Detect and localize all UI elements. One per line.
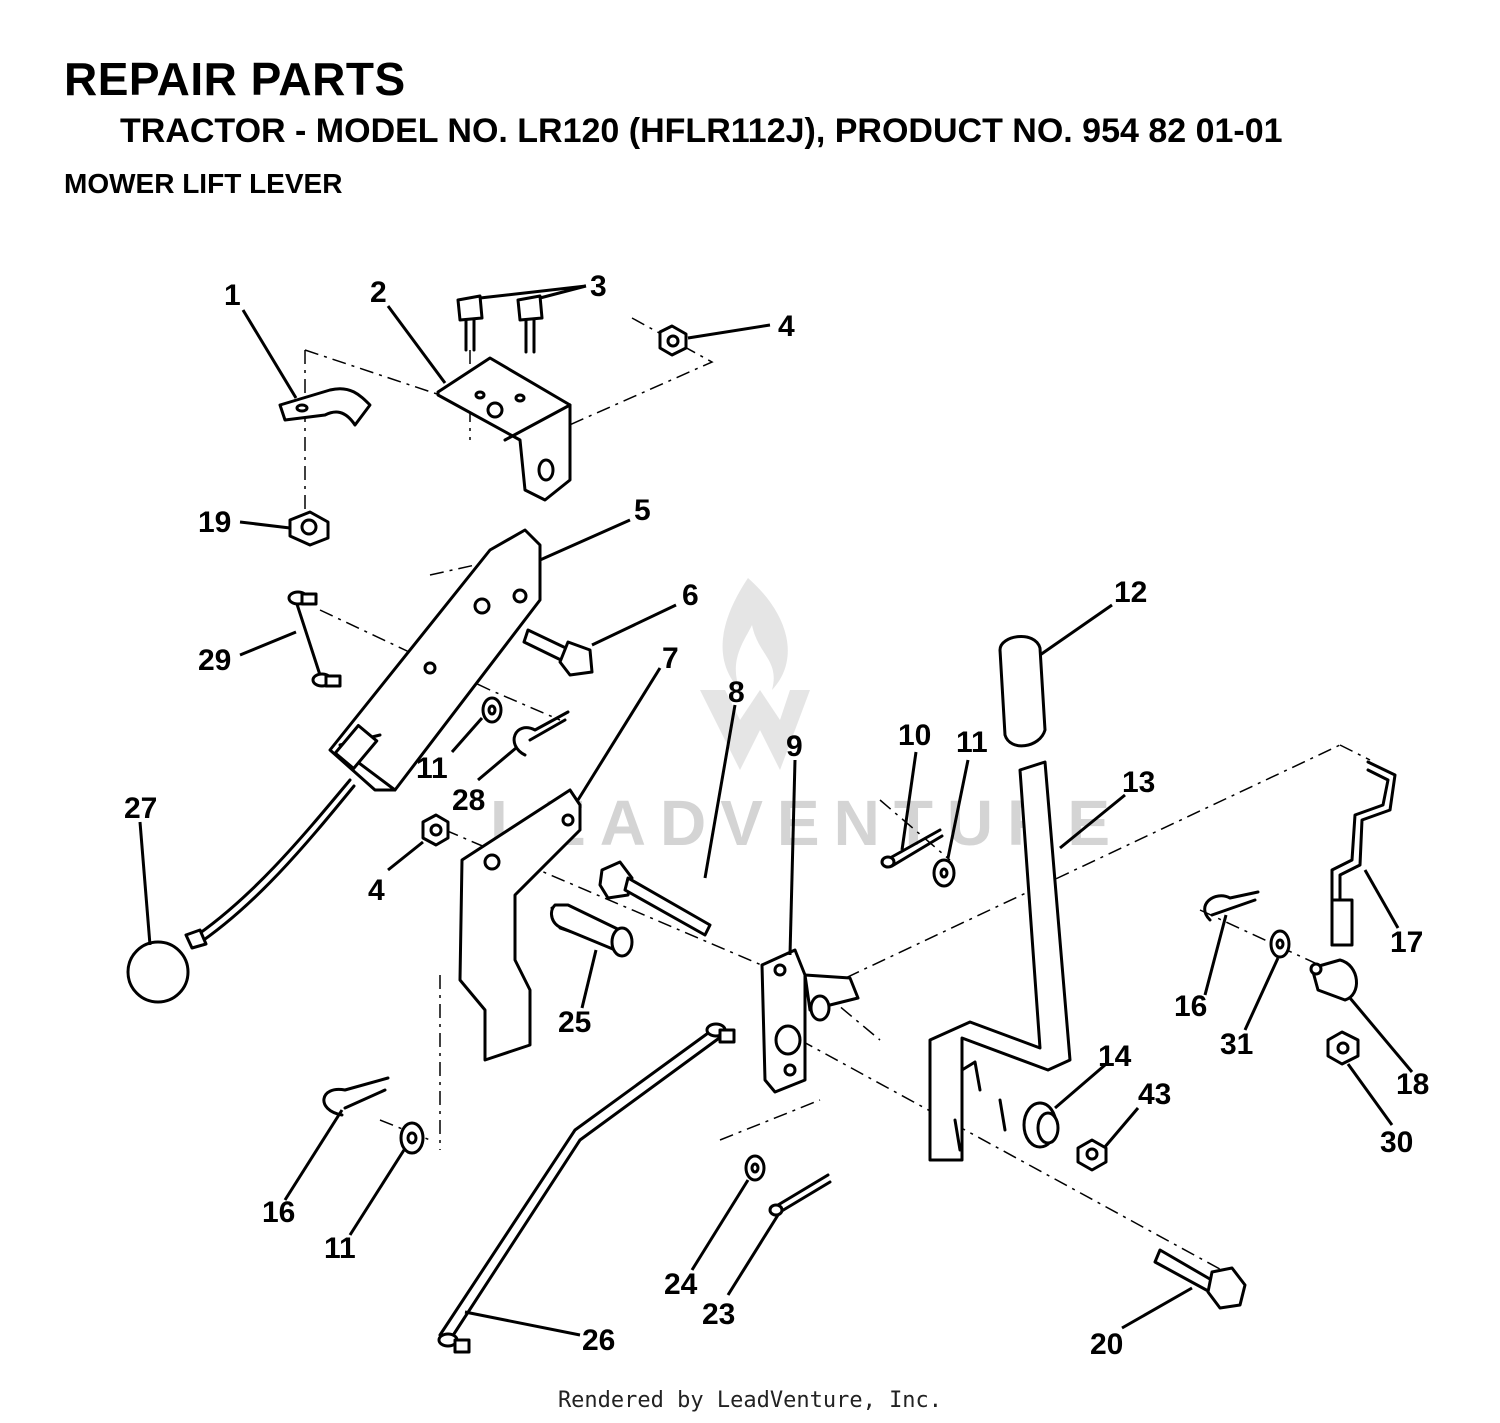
part-4-nut-lower [421,813,450,847]
callout-26: 26 [582,1324,615,1357]
callout-4-lower: 4 [368,874,385,907]
callout-13: 13 [1122,766,1155,799]
footer-credit: Rendered by LeadVenture, Inc. [557,1388,943,1413]
part-31-washer [1269,929,1291,959]
part-29-link [287,590,342,688]
part-11-washer-b [932,858,956,888]
callout-24: 24 [664,1268,698,1301]
part-16-hairpin-left [322,1076,390,1117]
part-13-lever [928,760,1072,1162]
part-11-washer [481,696,503,724]
part-4-nut [658,324,688,357]
leader-lines [138,284,1414,1337]
part-14-bushing [1022,1101,1060,1149]
callout-31: 31 [1220,1028,1253,1061]
part-27-cable-knob [126,778,356,1004]
part-26-rod [437,1022,736,1354]
callout-27: 27 [124,792,157,825]
part-23-cotter-pin [768,1173,832,1217]
part-28-hairpin-clip [512,710,570,757]
part-2-bracket [436,356,572,502]
callout-labels: 1 2 3 4 19 5 6 12 29 7 8 9 10 11 13 11 2… [124,270,1429,1361]
callout-2: 2 [370,276,387,309]
callout-9: 9 [786,730,803,763]
callout-17: 17 [1390,926,1423,959]
part-7-bracket [458,788,582,1062]
callout-11-right: 11 [956,726,988,759]
part-12-handle-grip [998,634,1047,748]
callout-25: 25 [558,1006,591,1039]
callout-1: 1 [224,279,241,312]
callout-3: 3 [590,270,607,303]
part-9-plate [760,948,860,1094]
page-title: REPAIR PARTS [64,53,406,105]
part-11-washer-c [399,1121,425,1155]
part-43-nut [1076,1138,1108,1172]
part-25-spacer [550,903,634,958]
callout-20: 20 [1090,1328,1123,1361]
callout-18: 18 [1396,1068,1429,1101]
callout-43: 43 [1138,1078,1171,1111]
callout-30: 30 [1380,1126,1413,1159]
part-16-hairpin-right [1203,890,1260,922]
callout-6: 6 [682,579,699,612]
callout-11-top: 11 [416,752,448,785]
part-20-bolt [1153,1248,1247,1310]
part-17-rod [1330,760,1397,947]
part-30-nut [1326,1030,1360,1066]
section-title: MOWER LIFT LEVER [64,168,343,199]
callout-11-bottom: 11 [324,1232,356,1265]
callout-8: 8 [728,676,745,709]
watermark-logo: LEADVENTURE [490,578,1124,859]
callout-23: 23 [702,1298,735,1331]
part-5-lift-arm [328,528,542,792]
part-3-bolts [456,294,544,354]
callout-29: 29 [198,644,231,677]
part-6-bolt [522,628,594,677]
part-19-nut [288,510,330,547]
part-8-bolt [598,860,712,937]
callout-28: 28 [452,784,485,817]
callout-7: 7 [662,642,679,675]
callout-10: 10 [898,719,931,752]
callout-16-left: 16 [262,1196,295,1229]
part-18-swivel [1309,958,1358,1002]
callout-16-right: 16 [1174,990,1207,1023]
callout-4: 4 [778,310,795,343]
callout-5: 5 [634,494,651,527]
callout-12: 12 [1114,576,1147,609]
callout-19: 19 [198,506,231,539]
model-subtitle: TRACTOR - MODEL NO. LR120 (HFLR112J), PR… [120,112,1283,150]
part-24-washer [744,1154,766,1182]
part-1-clip [278,387,372,427]
callout-14: 14 [1098,1040,1132,1073]
watermark-text: LEADVENTURE [490,787,1124,859]
part-10-cotter-pin [880,828,944,869]
